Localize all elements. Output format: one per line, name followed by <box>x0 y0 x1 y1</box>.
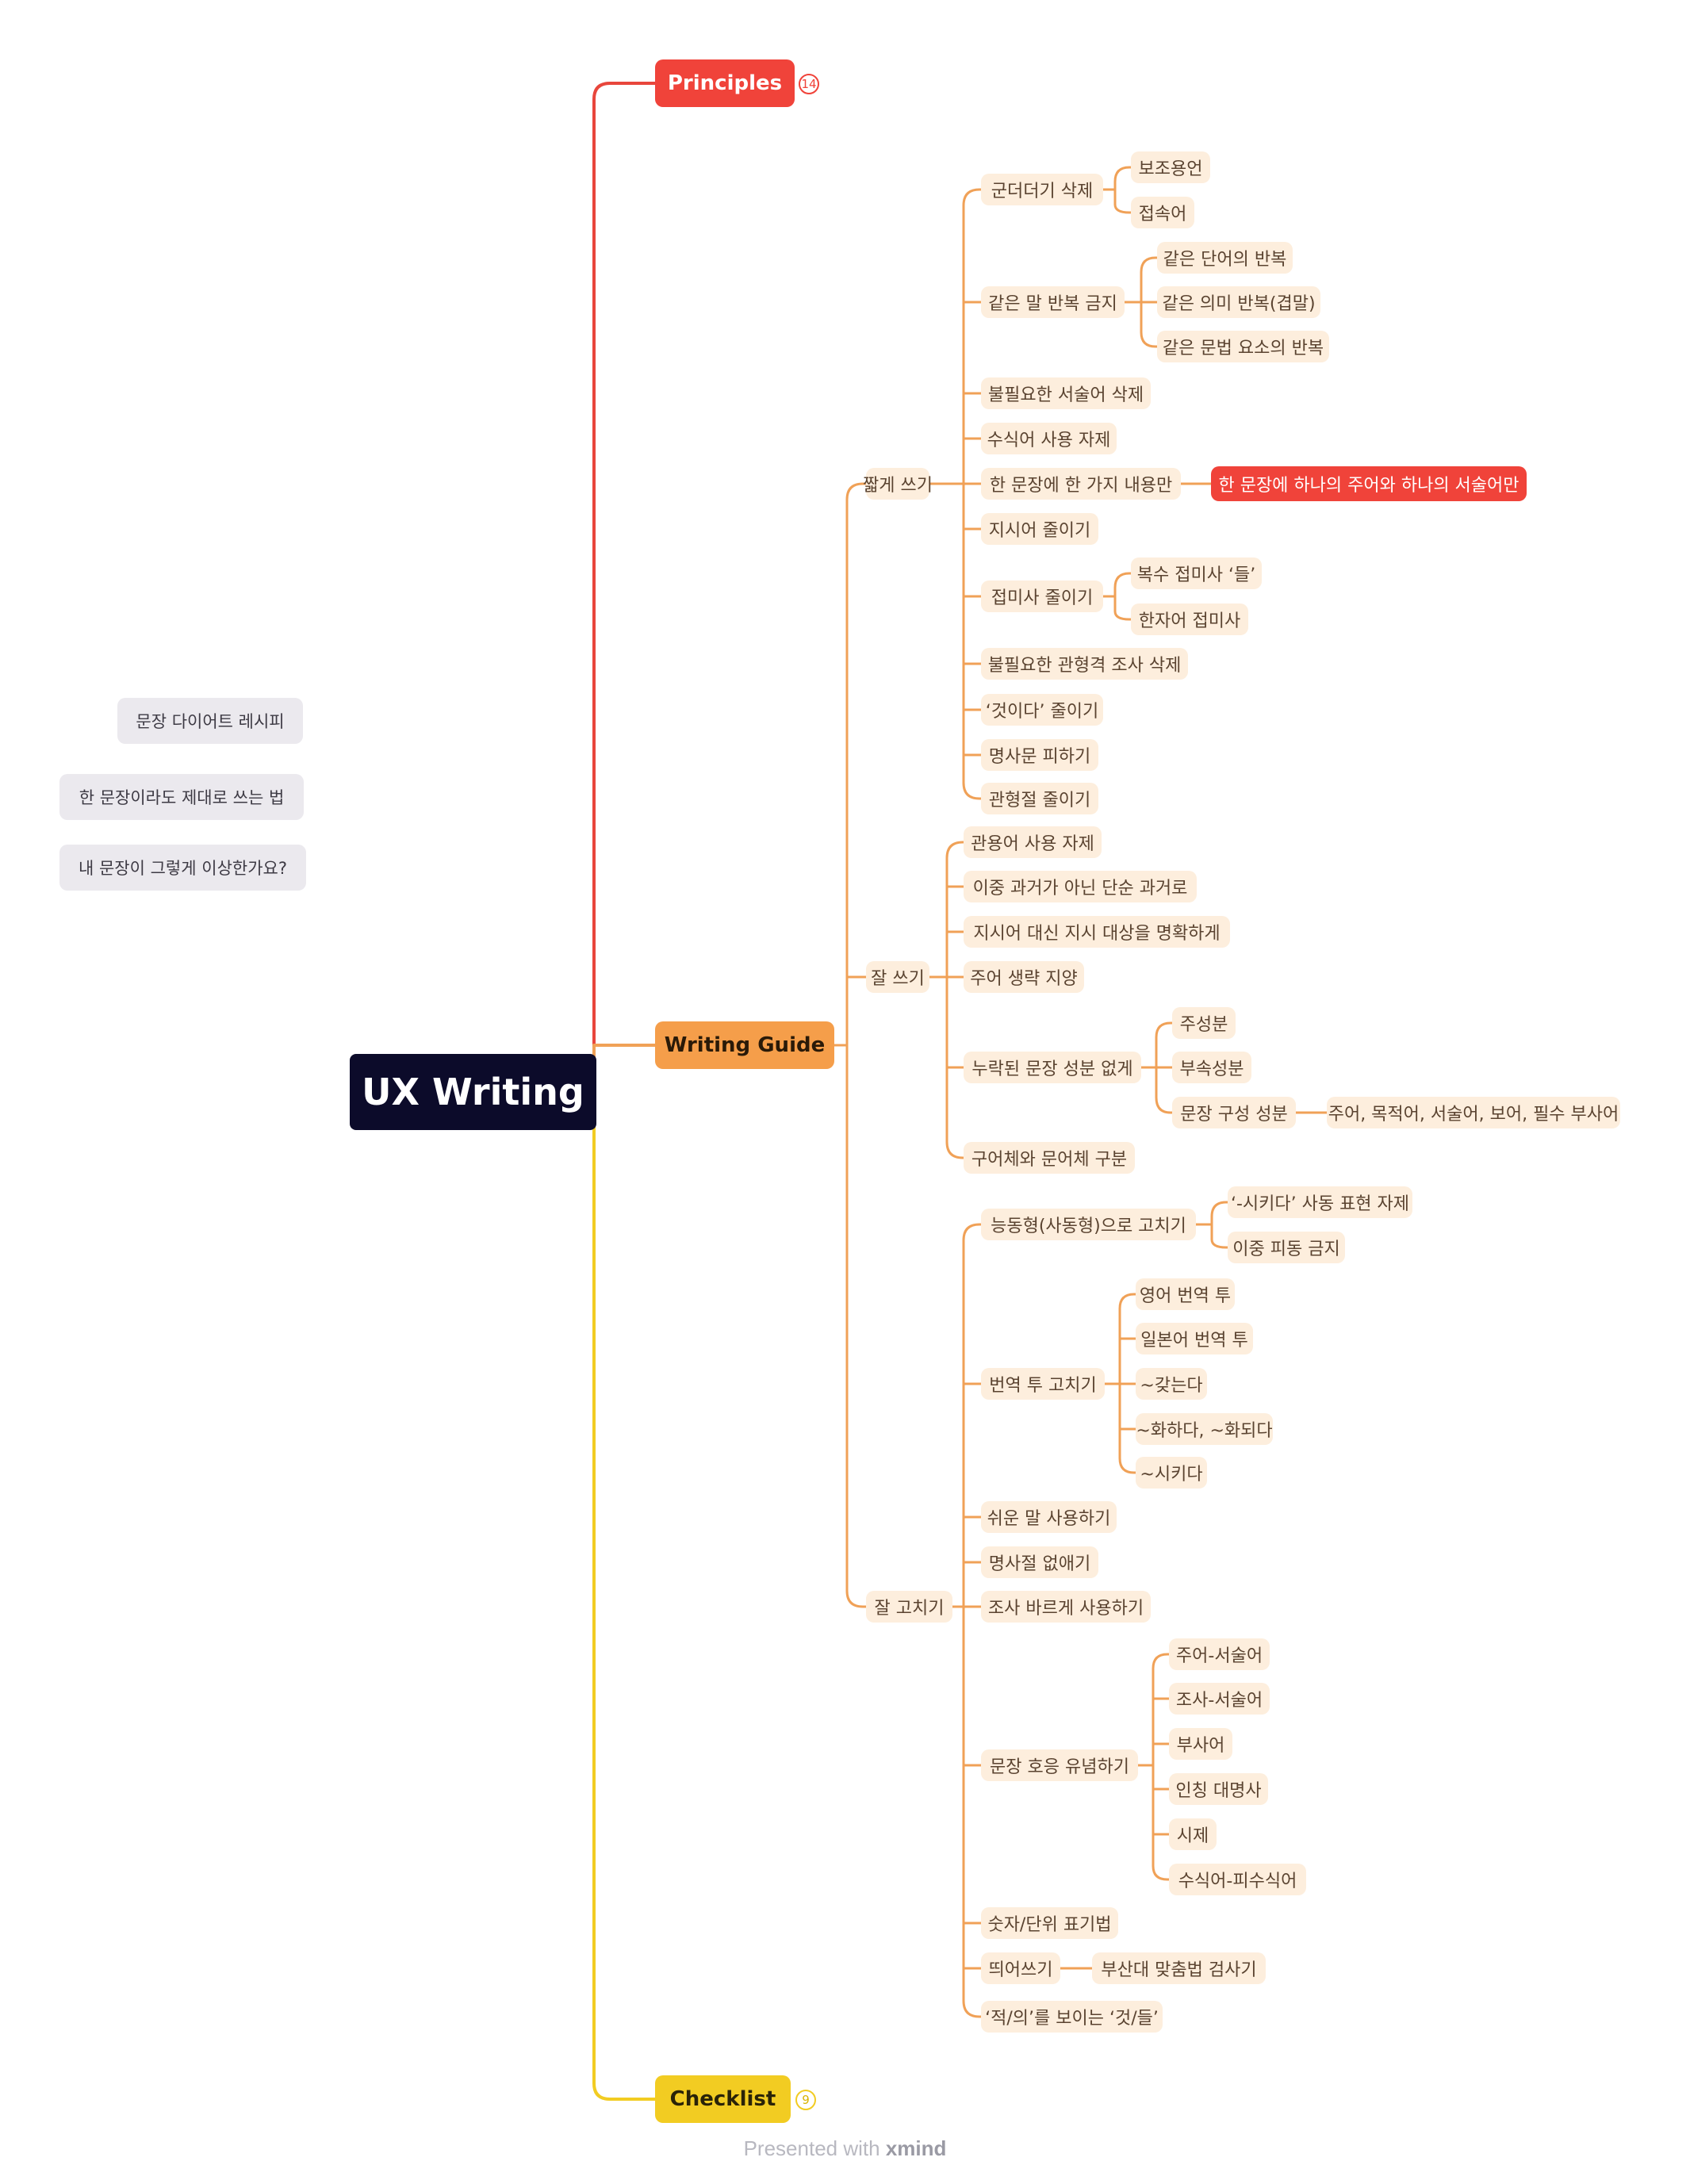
presented-with-xmind: Presented with xmind <box>0 2136 1690 2161</box>
agreement-item[interactable]: 수식어-피수식어 <box>1169 1864 1306 1895</box>
good-past-tense[interactable]: 이중 과거가 아닌 단순 과거로 <box>964 871 1197 902</box>
topic-checklist[interactable]: Checklist <box>655 2075 791 2123</box>
link-active-items <box>1194 1201 1229 1249</box>
active-item[interactable]: ‘-시키다’ 사동 표현 자제 <box>1228 1186 1412 1218</box>
footer-prefix: Presented with <box>743 2136 880 2160</box>
translation-item[interactable]: 일본어 번역 투 <box>1136 1323 1253 1354</box>
repeat-item[interactable]: 같은 단어의 반복 <box>1157 242 1293 274</box>
link-repeat-items <box>1123 256 1159 348</box>
short-one-topic[interactable]: 한 문장에 한 가지 내용만 <box>981 468 1181 500</box>
fix-spacing[interactable]: 띄어쓰기 <box>981 1952 1060 1984</box>
good-style[interactable]: 구어체와 문어체 구분 <box>964 1142 1135 1174</box>
link-translation-items <box>1103 1293 1137 1474</box>
topic-writing-guide[interactable]: Writing Guide <box>655 1021 834 1069</box>
fix-nominal-clause[interactable]: 명사절 없애기 <box>981 1546 1098 1578</box>
floating-topic[interactable]: 내 문장이 그렇게 이상한가요? <box>59 845 306 891</box>
one-topic-note[interactable]: 한 문장에 하나의 주어와 하나의 서술어만 <box>1211 466 1527 501</box>
missing-components[interactable]: 문장 구성 성분 <box>1172 1097 1296 1128</box>
group-good[interactable]: 잘 쓰기 <box>866 961 929 993</box>
missing-item[interactable]: 주성분 <box>1172 1007 1236 1039</box>
link-good-children <box>928 841 965 1159</box>
root-node[interactable]: UX Writing <box>350 1054 596 1130</box>
group-fix[interactable]: 잘 고치기 <box>866 1591 952 1623</box>
short-demonstrative[interactable]: 지시어 줄이기 <box>981 513 1098 545</box>
fix-particle[interactable]: 조사 바르게 사용하기 <box>981 1591 1151 1623</box>
short-repeat[interactable]: 같은 말 반복 금지 <box>981 286 1125 318</box>
link-checklist <box>592 1090 657 2101</box>
fix-number-units[interactable]: 숫자/단위 표기법 <box>981 1907 1118 1939</box>
link-agreement-items <box>1136 1653 1171 1881</box>
fix-jeok-ui[interactable]: ‘적/의’를 보이는 ‘것/들’ <box>981 2001 1163 2033</box>
agreement-item[interactable]: 주어-서술어 <box>1169 1638 1270 1670</box>
translation-item[interactable]: ~화하다, ~화되다 <box>1136 1413 1273 1445</box>
short-predicate[interactable]: 불필요한 서술어 삭제 <box>981 377 1151 409</box>
agreement-item[interactable]: 시제 <box>1169 1818 1217 1850</box>
fix-translation[interactable]: 번역 투 고치기 <box>981 1368 1105 1400</box>
floating-topic[interactable]: 문장 다이어트 레시피 <box>117 698 303 744</box>
link-short-children <box>928 188 983 800</box>
suffix-item[interactable]: 한자어 접미사 <box>1131 603 1248 635</box>
fix-agreement[interactable]: 문장 호응 유념하기 <box>981 1749 1138 1781</box>
fix-easy-words[interactable]: 쉬운 말 사용하기 <box>981 1501 1117 1533</box>
short-modifier[interactable]: 수식어 사용 자제 <box>981 423 1117 454</box>
spacing-note[interactable]: 부산대 맞춤법 검사기 <box>1092 1952 1266 1984</box>
agreement-item[interactable]: 조사-서술어 <box>1169 1683 1270 1715</box>
short-adnominal[interactable]: 불필요한 관형격 조사 삭제 <box>981 648 1188 680</box>
link-missing-items <box>1140 1021 1174 1114</box>
filler-item[interactable]: 접속어 <box>1131 197 1194 228</box>
link-guide <box>592 1044 657 1094</box>
components-note[interactable]: 주어, 목적어, 서술어, 보어, 필수 부사어 <box>1327 1097 1620 1128</box>
floating-topic[interactable]: 한 문장이라도 제대로 쓰는 법 <box>59 774 304 820</box>
suffix-item[interactable]: 복수 접미사 ‘들’ <box>1131 557 1262 589</box>
filler-item[interactable]: 보조용언 <box>1131 151 1210 183</box>
short-suffix[interactable]: 접미사 줄이기 <box>981 580 1103 612</box>
agreement-item[interactable]: 부사어 <box>1169 1728 1232 1760</box>
short-filler[interactable]: 군더더기 삭제 <box>981 174 1103 205</box>
xmind-logo-text: xmind <box>885 2136 947 2160</box>
good-subject[interactable]: 주어 생략 지양 <box>964 961 1084 993</box>
link-filler-items <box>1102 166 1132 214</box>
translation-item[interactable]: ~갖는다 <box>1136 1368 1207 1400</box>
good-clear-target[interactable]: 지시어 대신 지시 대상을 명확하게 <box>964 916 1230 948</box>
short-clause[interactable]: 관형절 줄이기 <box>981 783 1098 814</box>
repeat-item[interactable]: 같은 문법 요소의 반복 <box>1157 331 1329 362</box>
active-item[interactable]: 이중 피동 금지 <box>1228 1232 1345 1263</box>
link-principles <box>592 82 657 1094</box>
translation-item[interactable]: ~시키다 <box>1136 1457 1207 1489</box>
link-fix-children <box>951 1223 983 2018</box>
good-missing[interactable]: 누락된 문장 성분 없게 <box>964 1052 1141 1083</box>
group-short[interactable]: 짧게 쓰기 <box>863 468 933 500</box>
short-noun-sentence[interactable]: 명사문 피하기 <box>981 739 1098 771</box>
repeat-item[interactable]: 같은 의미 반복(겹말) <box>1157 286 1320 318</box>
agreement-item[interactable]: 인칭 대명사 <box>1169 1773 1268 1805</box>
short-geosida[interactable]: ‘것이다’ 줄이기 <box>981 694 1103 726</box>
checklist-count-badge[interactable]: 9 <box>795 2090 816 2110</box>
good-idiom[interactable]: 관용어 사용 자제 <box>964 826 1102 858</box>
principles-count-badge[interactable]: 14 <box>799 74 819 94</box>
topic-principles[interactable]: Principles <box>655 59 795 107</box>
translation-item[interactable]: 영어 번역 투 <box>1136 1278 1235 1310</box>
link-suffix-items <box>1102 572 1132 621</box>
missing-item[interactable]: 부속성분 <box>1172 1052 1251 1083</box>
fix-active[interactable]: 능동형(사동형)으로 고치기 <box>981 1209 1196 1240</box>
link-guide-groups <box>830 482 868 1608</box>
